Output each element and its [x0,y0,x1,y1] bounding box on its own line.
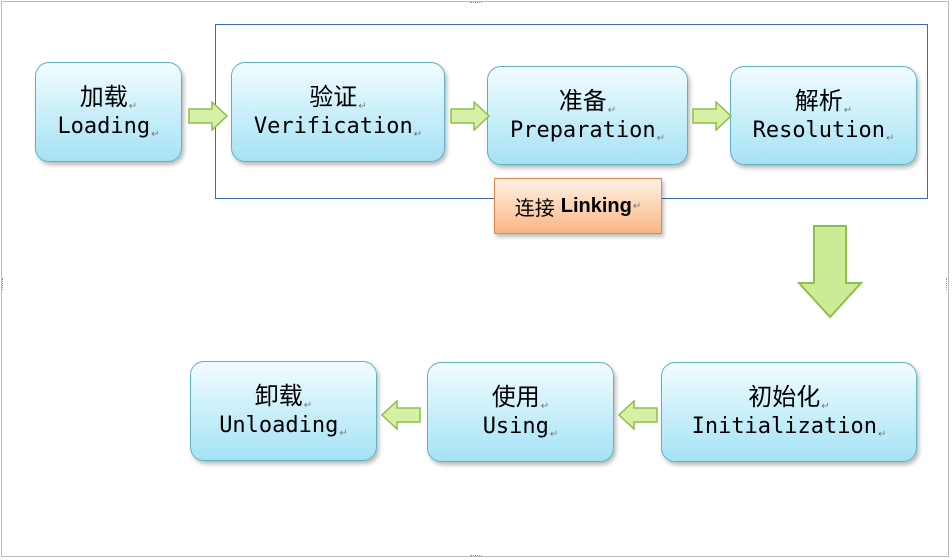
paragraph-mark: ↵ [549,429,559,440]
arrow-left-icon [618,400,658,430]
stage-verification-en: Verification [253,114,413,139]
paragraph-mark: ↵ [128,101,138,112]
stage-initialization-cn: 初始化 [748,383,821,411]
stage-resolution[interactable]: 解析↵ Resolution↵ [730,66,917,165]
paragraph-mark: ↵ [821,401,830,412]
stage-loading[interactable]: 加载↵ Loading↵ [35,62,182,162]
stage-unloading-en: Unloading [219,413,339,438]
linking-label-cn: 连接 [514,195,555,220]
stage-unloading[interactable]: 卸载↵ Unloading↵ [190,361,377,461]
stage-initialization-en: Initialization [691,414,878,439]
stage-loading-en: Loading [57,114,151,139]
arrow-right-icon [450,101,490,131]
stage-preparation-en: Preparation [509,117,656,143]
paragraph-mark: ↵ [878,429,887,440]
stage-using-cn: 使用 [491,383,540,411]
stage-preparation-cn: 准备 [558,86,607,115]
resize-handle-left[interactable] [2,278,6,290]
arrow-right-icon [692,101,732,131]
stage-resolution-en: Resolution [752,117,886,143]
arrow-right-icon [188,101,228,131]
arrow-down-icon [797,225,863,319]
paragraph-mark: ↵ [540,401,550,412]
stage-using[interactable]: 使用↵ Using↵ [427,362,614,462]
resize-handle-right[interactable] [946,278,950,290]
stage-verification-cn: 验证 [309,83,358,111]
stage-using-en: Using [482,414,549,439]
paragraph-mark: ↵ [358,101,367,112]
paragraph-mark: ↵ [303,400,313,411]
stage-initialization[interactable]: 初始化↵ Initialization↵ [661,362,917,462]
paragraph-mark: ↵ [413,129,423,140]
paragraph-mark: ↵ [656,132,666,144]
arrow-left-icon [381,400,421,430]
stage-unloading-cn: 卸载 [254,382,303,410]
paragraph-mark: ↵ [843,104,853,116]
paragraph-mark: ↵ [151,129,160,140]
paragraph-mark: ↵ [886,132,895,144]
stage-preparation[interactable]: 准备↵ Preparation↵ [487,66,688,165]
paragraph-mark: ↵ [632,200,642,212]
stage-loading-cn: 加载 [79,83,128,111]
stage-verification[interactable]: 验证↵ Verification↵ [231,62,445,162]
resize-handle-top[interactable] [470,2,482,6]
paragraph-mark: ↵ [339,428,348,439]
resize-handle-bottom[interactable] [470,555,482,559]
stage-resolution-cn: 解析 [794,86,843,115]
linking-label-en: Linking [560,194,632,217]
paragraph-mark: ↵ [607,104,617,116]
